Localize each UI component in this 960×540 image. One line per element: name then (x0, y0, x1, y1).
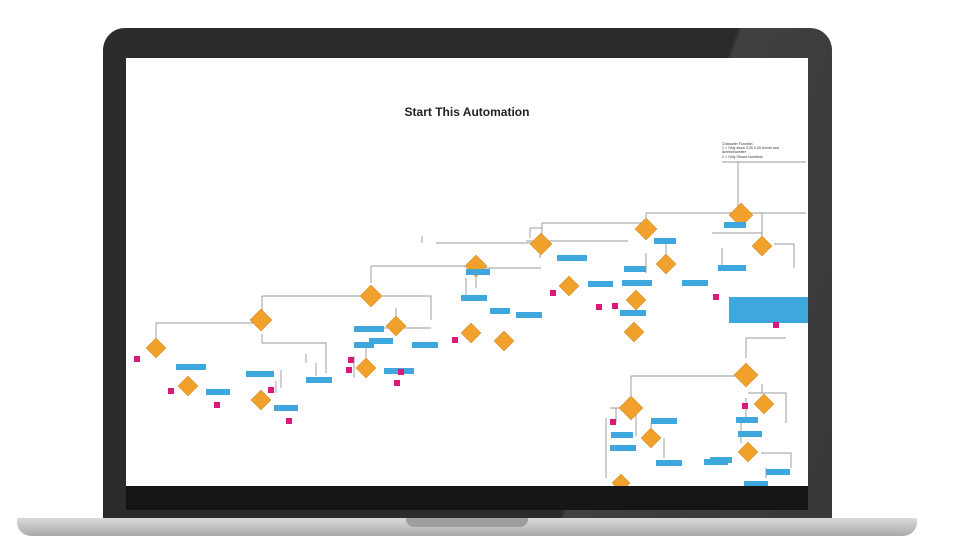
end-node (286, 418, 292, 424)
decision-node (618, 395, 644, 421)
action-nodes (176, 222, 808, 486)
decision-node (177, 375, 199, 397)
decision-node (737, 441, 759, 463)
end-node (348, 357, 354, 363)
legend-line: Character Function (722, 142, 753, 146)
action-node (622, 280, 652, 286)
decision-node (359, 284, 383, 308)
flowchart-title: Start This Automation (404, 105, 530, 119)
decision-node (460, 322, 482, 344)
flowchart-canvas (134, 161, 808, 486)
action-node (744, 481, 768, 486)
end-node (612, 303, 618, 309)
decision-node (733, 362, 759, 388)
end-node (610, 419, 616, 425)
laptop-screen: Start This Automation Character Function… (126, 58, 808, 486)
action-node (306, 377, 332, 383)
action-node (654, 238, 676, 244)
info-panel (729, 297, 808, 323)
edge (376, 295, 432, 320)
action-node (461, 295, 487, 301)
decision-node (640, 427, 662, 449)
legend-line: 2 = Only Shows Numbers (722, 154, 763, 159)
action-node (620, 310, 646, 316)
action-node (588, 281, 613, 287)
action-node (354, 326, 384, 332)
action-node (724, 222, 746, 228)
action-node (557, 255, 587, 261)
decision-node (625, 289, 647, 311)
action-node (611, 432, 633, 438)
action-node (610, 445, 636, 451)
action-node (516, 312, 542, 318)
decision-node (355, 357, 377, 379)
decision-node (751, 235, 773, 257)
end-node (168, 388, 174, 394)
action-node (369, 338, 393, 344)
flowchart-legend: Character Function 1 = Only show 3.00 0.… (722, 142, 779, 159)
action-node (766, 469, 790, 475)
action-node (466, 269, 490, 275)
decision-node (558, 275, 580, 297)
action-node (736, 417, 758, 423)
action-node (682, 280, 708, 286)
decision-node (250, 389, 272, 411)
decision-node (623, 321, 645, 343)
action-node (490, 308, 510, 314)
end-node (398, 369, 404, 375)
end-node (346, 367, 352, 373)
end-node (742, 403, 748, 409)
decision-node (529, 232, 553, 256)
legend-line: Amnts/Number (722, 150, 746, 155)
action-node (710, 457, 732, 463)
screen-bezel-bottom (126, 486, 808, 510)
decision-node (655, 253, 677, 275)
end-node (268, 387, 274, 393)
decision-node (145, 337, 167, 359)
end-node (214, 402, 220, 408)
action-node (651, 418, 677, 424)
action-node (656, 460, 682, 466)
action-node (274, 405, 298, 411)
end-node (773, 322, 779, 328)
decision-node (634, 217, 658, 241)
action-node (738, 431, 762, 437)
action-node (246, 371, 274, 377)
end-node (713, 294, 719, 300)
action-node (354, 342, 374, 348)
edge (262, 342, 327, 373)
action-node (206, 389, 230, 395)
end-node (394, 380, 400, 386)
laptop-base (17, 518, 917, 536)
action-node (176, 364, 206, 370)
edge (761, 452, 792, 468)
end-node (550, 290, 556, 296)
decision-node (611, 473, 631, 486)
end-nodes (134, 290, 779, 425)
decision-node (753, 393, 775, 415)
laptop-base-notch (406, 518, 528, 527)
decision-node (493, 330, 515, 352)
action-node (412, 342, 438, 348)
action-node (624, 266, 646, 272)
decision-node (249, 308, 273, 332)
action-node (718, 265, 746, 271)
end-node (452, 337, 458, 343)
end-node (596, 304, 602, 310)
legend-line: 1 = Only show 3.00 0.00 Amnts and (722, 146, 779, 151)
edge (748, 392, 787, 423)
decision-nodes (145, 202, 775, 486)
end-node (134, 356, 140, 362)
edge (774, 243, 795, 268)
decision-node (385, 315, 407, 337)
